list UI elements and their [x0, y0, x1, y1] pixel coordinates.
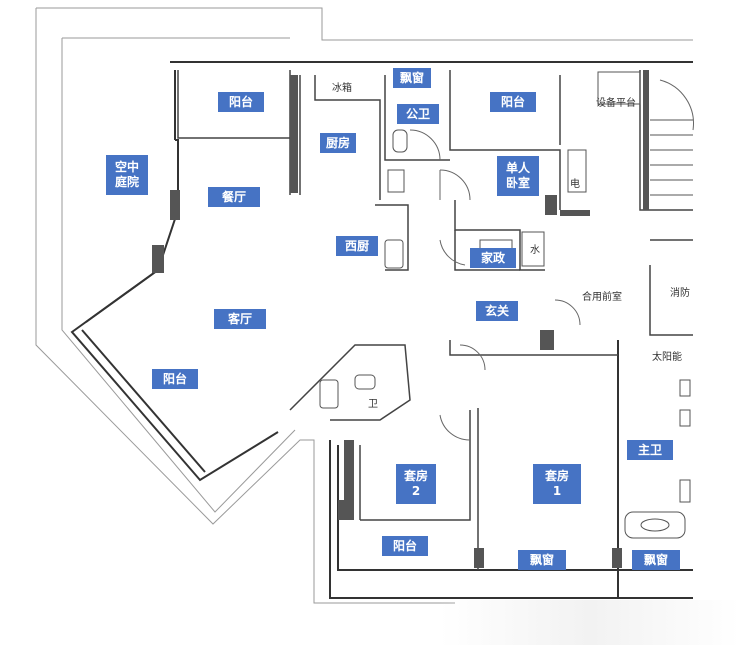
room-label-balcony-top-left: 阳台 [218, 92, 264, 112]
room-label-dining: 餐厅 [208, 187, 260, 207]
door-swings [409, 79, 694, 441]
fixtures [319, 71, 691, 539]
toilet-annotation: 卫 [368, 399, 378, 410]
columns [152, 70, 649, 568]
room-label-bay-window-bottom-1: 飘窗 [518, 550, 566, 570]
room-label-bay-window-bottom-2: 飘窗 [632, 550, 680, 570]
water-annotation: 水 [530, 245, 540, 256]
room-label-western-kitchen: 西厨 [336, 236, 378, 256]
room-label-suite-2: 套房 2 [396, 464, 436, 504]
fridge-annotation: 冰箱 [332, 83, 352, 94]
room-label-living: 客厅 [214, 309, 266, 329]
shared-lobby-annotation: 合用前室 [582, 292, 622, 303]
fire-escape-annotation: 消防 [670, 288, 690, 299]
stair [650, 119, 693, 196]
equipment-platform-annotation: 设备平台 [596, 98, 636, 109]
room-label-domestic: 家政 [470, 248, 516, 268]
room-label-master-bath: 主卫 [627, 440, 673, 460]
room-label-kitchen: 厨房 [320, 133, 356, 153]
room-label-bay-window-top: 飘窗 [393, 68, 431, 88]
room-label-foyer: 玄关 [476, 301, 518, 321]
room-label-balcony-left: 阳台 [152, 369, 198, 389]
sunlight-annotation: 太阳能 [652, 352, 682, 363]
bottom-fade [440, 600, 740, 645]
room-label-public-bath: 公卫 [397, 104, 439, 124]
exterior-walls [70, 61, 693, 599]
electric-annotation: 电 [570, 179, 580, 190]
room-label-sky-garden: 空中 庭院 [106, 155, 148, 195]
room-label-single-bedroom: 单人 卧室 [497, 156, 539, 196]
room-label-suite-1: 套房 1 [533, 464, 581, 504]
site-outline [35, 7, 693, 604]
room-label-balcony-bottom: 阳台 [382, 536, 428, 556]
room-label-balcony-top-right: 阳台 [490, 92, 536, 112]
